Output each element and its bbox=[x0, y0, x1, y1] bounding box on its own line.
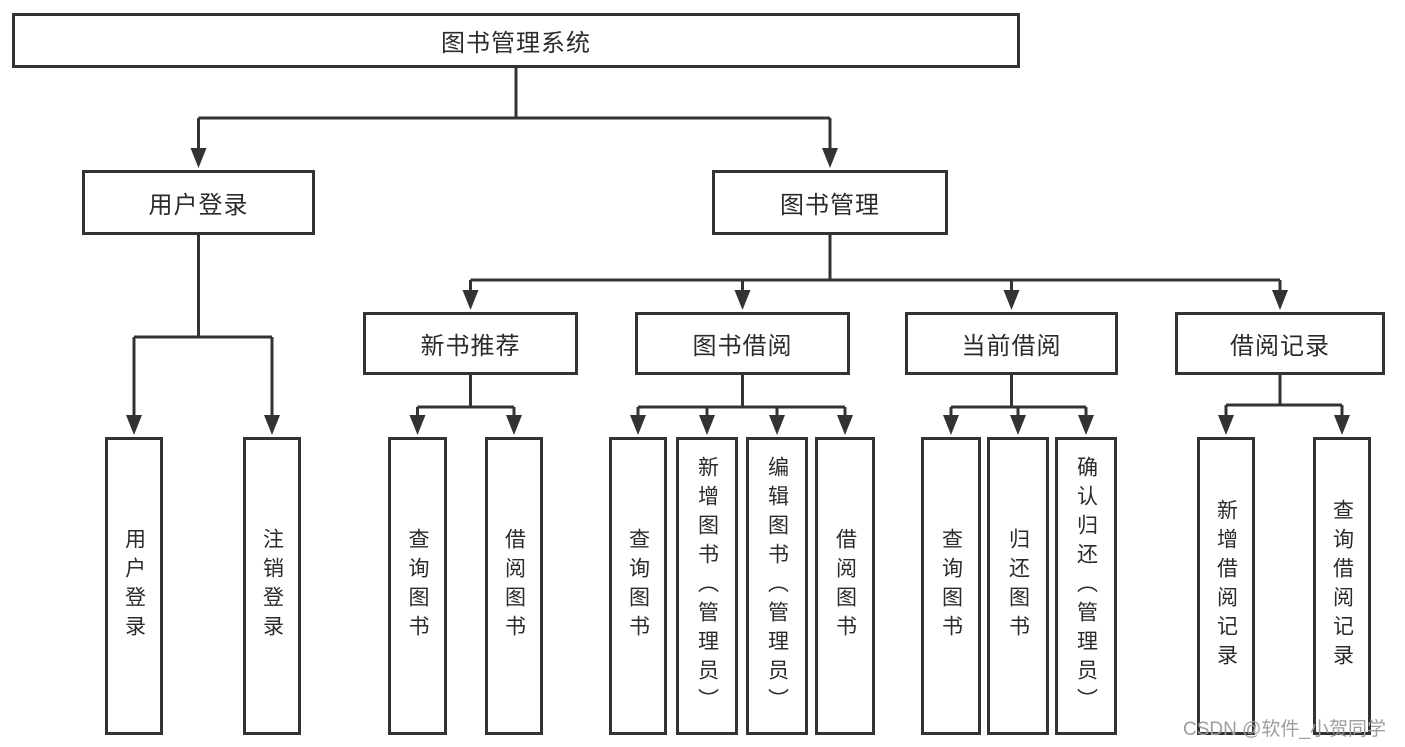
leaf-cb-query-books: 查询图书 bbox=[921, 437, 981, 735]
leaf-user-login-label: 用户登录 bbox=[122, 528, 146, 644]
node-user-login: 用户登录 bbox=[82, 170, 315, 235]
leaf-bb-query-books: 查询图书 bbox=[609, 437, 667, 735]
leaf-bb-borrow-books: 借阅图书 bbox=[815, 437, 875, 735]
leaf-nbr-borrow-books-label: 借阅图书 bbox=[502, 528, 526, 644]
node-current-borrowing-label: 当前借阅 bbox=[961, 333, 1062, 360]
leaf-cb-query-books-label: 查询图书 bbox=[939, 528, 963, 644]
leaf-br-add-record: 新增借阅记录 bbox=[1197, 437, 1255, 735]
leaf-cb-confirm-return-admin-label: 确认归还（管理员） bbox=[1074, 455, 1098, 717]
leaf-user-login: 用户登录 bbox=[105, 437, 163, 735]
leaf-bb-borrow-books-label: 借阅图书 bbox=[833, 528, 857, 644]
node-root-label: 图书管理系统 bbox=[441, 30, 591, 57]
node-book-management: 图书管理 bbox=[712, 170, 948, 235]
leaf-bb-query-books-label: 查询图书 bbox=[626, 528, 650, 644]
leaf-br-add-record-label: 新增借阅记录 bbox=[1214, 499, 1238, 673]
node-book-management-label: 图书管理 bbox=[780, 192, 880, 219]
leaf-br-query-record-label: 查询借阅记录 bbox=[1330, 499, 1354, 673]
leaf-logout-label: 注销登录 bbox=[260, 528, 284, 644]
leaf-nbr-query-books: 查询图书 bbox=[388, 437, 447, 735]
node-new-book-recommend-label: 新书推荐 bbox=[420, 333, 521, 360]
leaf-bb-add-books-admin-label: 新增图书（管理员） bbox=[695, 455, 719, 717]
leaf-cb-return-books-label: 归还图书 bbox=[1006, 528, 1030, 644]
leaf-bb-edit-books-admin: 编辑图书（管理员） bbox=[746, 437, 808, 735]
node-user-login-label: 用户登录 bbox=[148, 192, 249, 219]
node-book-borrowing-label: 图书借阅 bbox=[692, 333, 793, 360]
leaf-bb-add-books-admin: 新增图书（管理员） bbox=[676, 437, 738, 735]
leaf-cb-return-books: 归还图书 bbox=[987, 437, 1049, 735]
leaf-nbr-borrow-books: 借阅图书 bbox=[485, 437, 543, 735]
node-root: 图书管理系统 bbox=[12, 13, 1020, 68]
node-borrowing-records-label: 借阅记录 bbox=[1230, 333, 1330, 360]
csdn-watermark: CSDN @软件_小贺同学 bbox=[1183, 719, 1386, 740]
leaf-logout: 注销登录 bbox=[243, 437, 301, 735]
node-borrowing-records: 借阅记录 bbox=[1175, 312, 1385, 375]
leaf-bb-edit-books-admin-label: 编辑图书（管理员） bbox=[765, 455, 789, 717]
node-new-book-recommend: 新书推荐 bbox=[363, 312, 578, 375]
leaf-br-query-record: 查询借阅记录 bbox=[1313, 437, 1371, 735]
leaf-cb-confirm-return-admin: 确认归还（管理员） bbox=[1055, 437, 1117, 735]
node-book-borrowing: 图书借阅 bbox=[635, 312, 850, 375]
node-current-borrowing: 当前借阅 bbox=[905, 312, 1118, 375]
leaf-nbr-query-books-label: 查询图书 bbox=[406, 528, 429, 644]
